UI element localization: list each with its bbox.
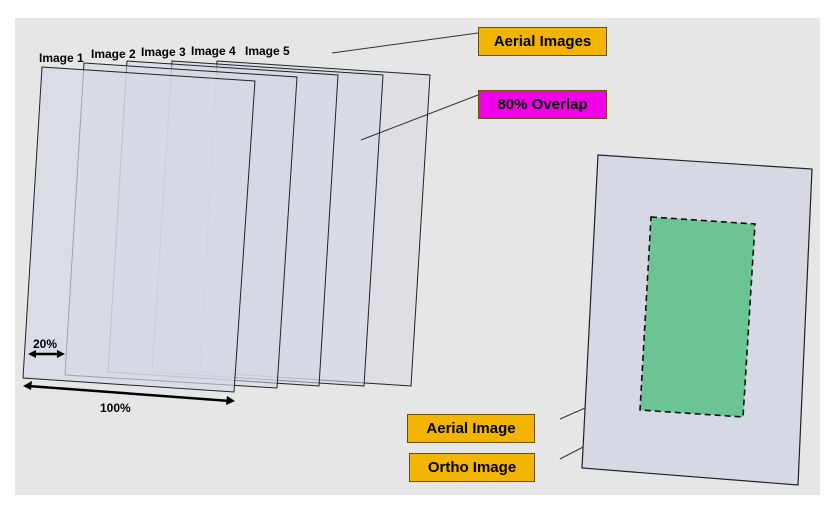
overlap-step-label: 20%	[33, 337, 57, 351]
aerial-images-leader	[331, 32, 479, 54]
overlap-leader	[360, 94, 479, 141]
full-width-label: 100%	[100, 401, 131, 415]
image-5-label: Image 5	[245, 44, 290, 58]
image-stack	[22, 60, 431, 393]
image-1-label: Image 1	[39, 51, 84, 65]
image-sheet-1	[22, 66, 256, 393]
aerial-images-callout: Aerial Images	[478, 27, 607, 56]
image-4-label: Image 4	[191, 44, 236, 58]
aerial-image-callout: Aerial Image	[407, 414, 535, 443]
overlap-callout: 80% Overlap	[478, 90, 607, 119]
image-3-label: Image 3	[141, 45, 186, 59]
image-2-label: Image 2	[91, 47, 136, 61]
ortho-image-area	[639, 216, 756, 418]
ortho-image-callout: Ortho Image	[409, 453, 535, 482]
full-width-arrow	[23, 381, 235, 405]
overlap-step-arrow	[28, 350, 65, 358]
